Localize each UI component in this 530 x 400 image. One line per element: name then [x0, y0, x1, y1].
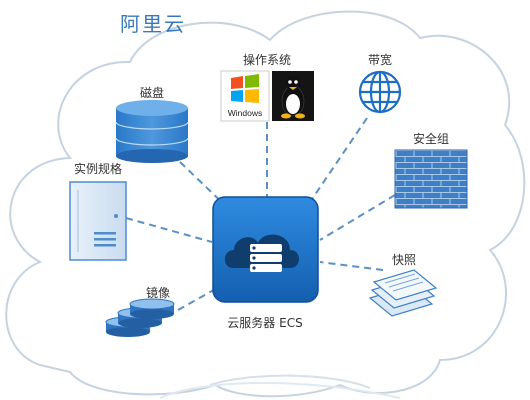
label-bandwidth: 带宽 [367, 53, 393, 67]
windows-wordmark: Windows [228, 108, 262, 118]
os-logos-icon: Windows [220, 70, 314, 122]
label-image: 镜像 [145, 286, 171, 300]
diagram-title: 阿里云 [120, 12, 186, 36]
connector-bandwidth [307, 117, 368, 206]
image-stack-icon [105, 298, 175, 337]
connector-snapshot [319, 261, 384, 271]
label-snapshot: 快照 [391, 253, 417, 267]
disk-database-icon [115, 100, 189, 163]
connector-spec [125, 217, 213, 243]
label-center-ecs: 云服务器 ECS [227, 316, 303, 330]
label-spec: 实例规格 [73, 162, 123, 176]
globe-icon [358, 70, 402, 114]
connector-image [177, 281, 229, 311]
server-tower-icon [69, 181, 127, 261]
label-disk: 磁盘 [139, 86, 165, 100]
linux-tux-icon [281, 76, 305, 119]
label-os: 操作系统 [242, 53, 292, 67]
label-security-group: 安全组 [412, 132, 450, 146]
windows-logo-icon [231, 74, 259, 103]
cloud-server-icon [224, 234, 299, 272]
connector-security-group [319, 194, 396, 241]
center-node [212, 196, 319, 303]
firewall-icon [394, 149, 468, 209]
snapshot-stack-icon [368, 269, 438, 317]
